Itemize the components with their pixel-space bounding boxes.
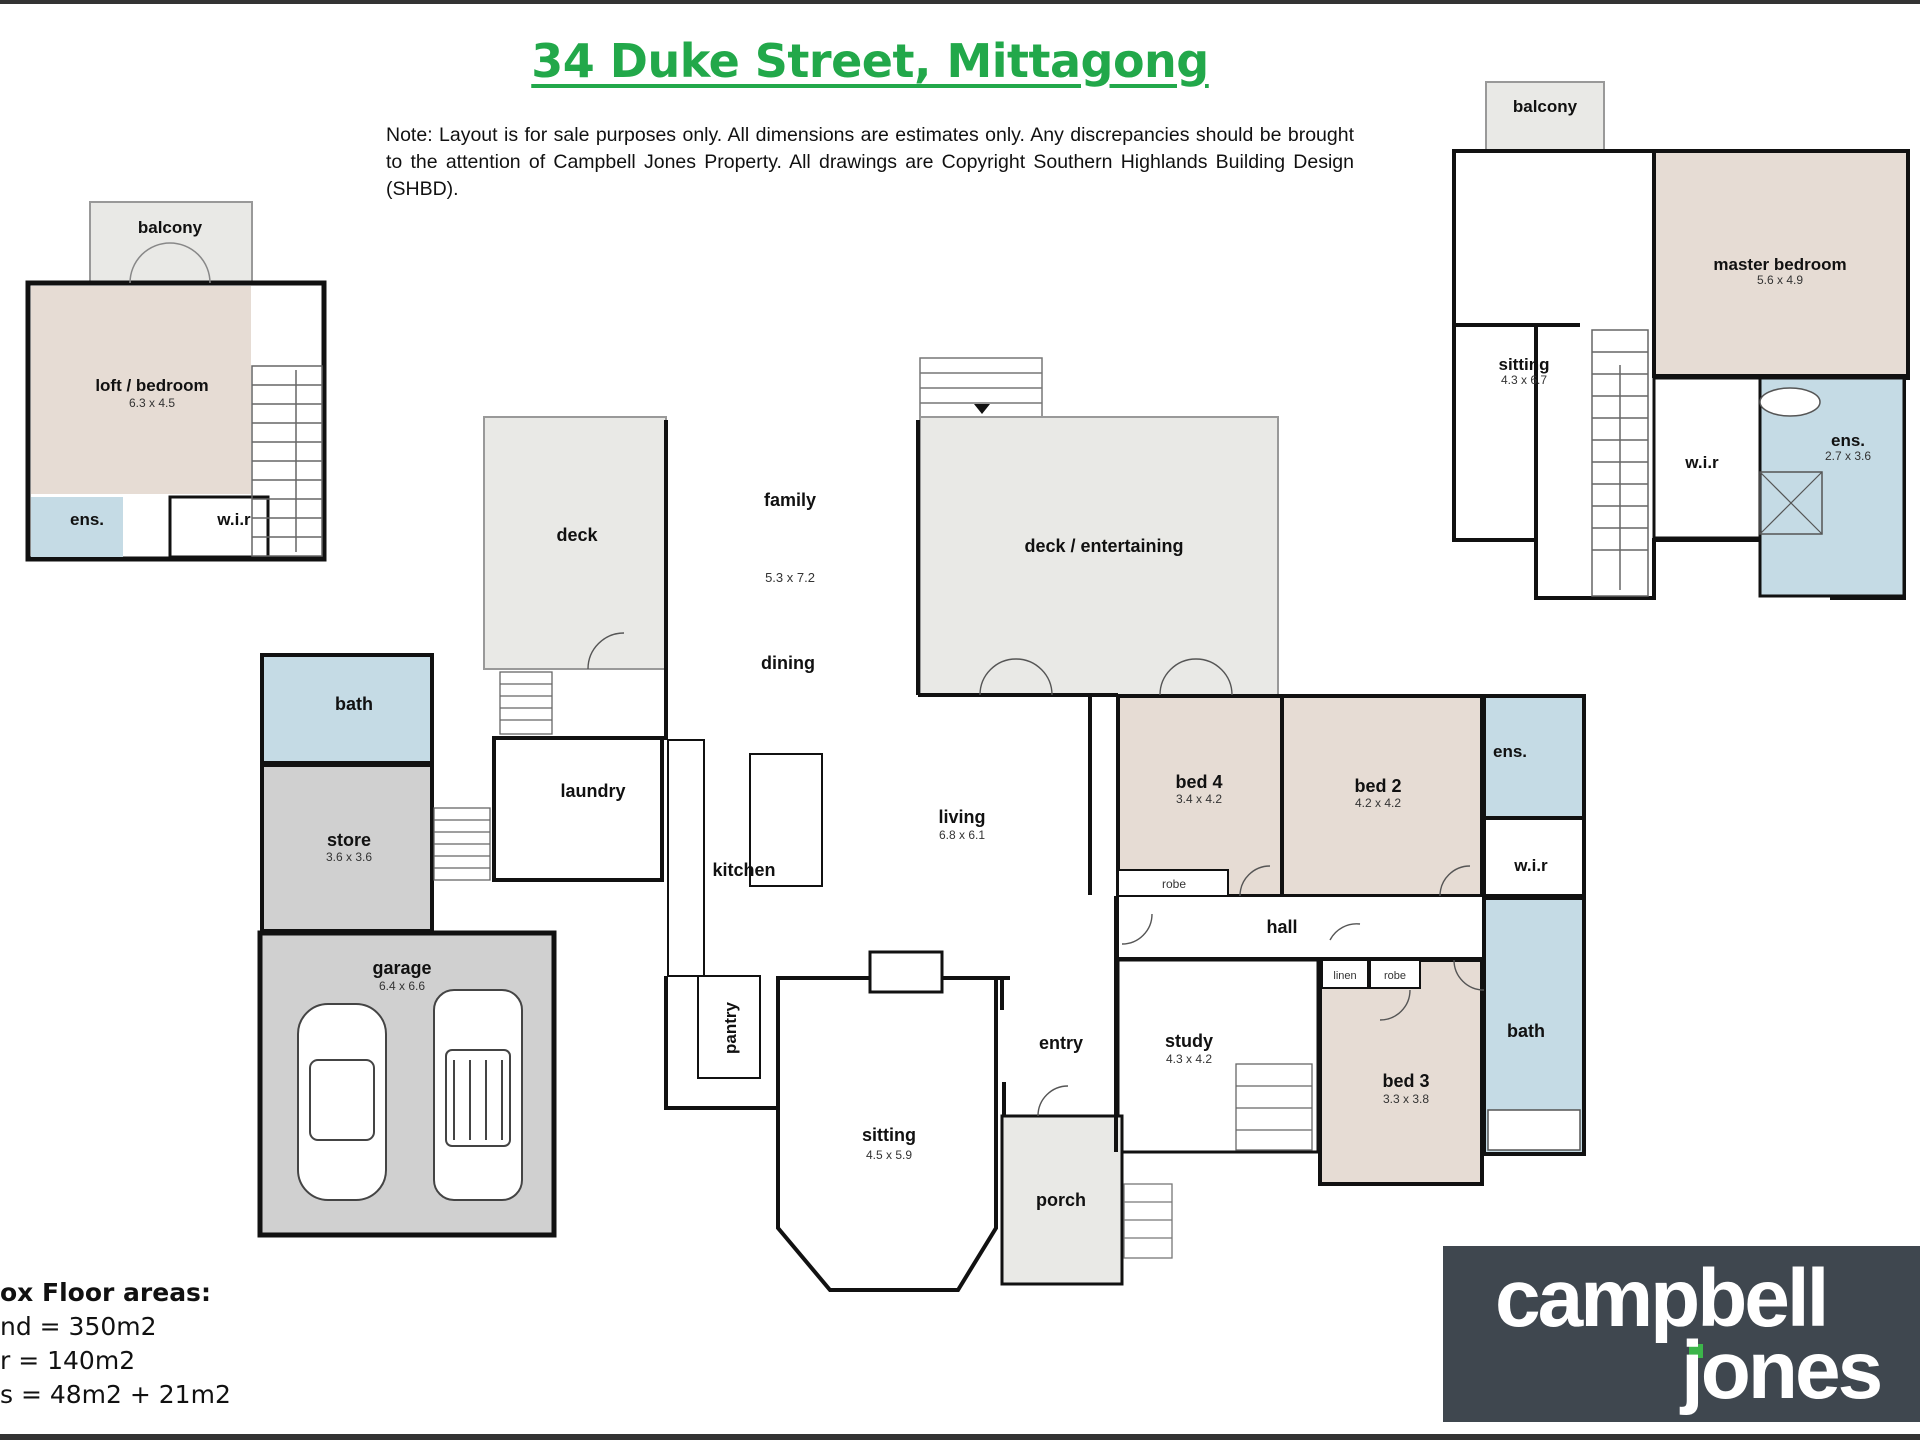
floor-area-line: s = 48m2 + 21m2 bbox=[0, 1380, 231, 1409]
laundry bbox=[492, 736, 664, 882]
upper-wir bbox=[1652, 376, 1762, 540]
deck-steps bbox=[919, 357, 1043, 419]
logo-dot bbox=[1689, 1344, 1703, 1358]
pantry bbox=[697, 975, 761, 1079]
campbell-jones-logo: campbell jones property bbox=[1443, 1246, 1920, 1422]
sitting-ground-label: sitting bbox=[862, 1125, 916, 1145]
bed3-label: bed 3 bbox=[1382, 1071, 1429, 1091]
upper-ensuite-label: ens. bbox=[1831, 431, 1865, 450]
bed-3 bbox=[1318, 958, 1484, 1186]
loft-balcony bbox=[89, 201, 253, 283]
living-label: living bbox=[938, 807, 985, 827]
bottom-border bbox=[0, 1434, 1920, 1440]
robe-bed3-label: robe bbox=[1384, 970, 1406, 982]
store-dim: 3.6 x 3.6 bbox=[326, 850, 372, 864]
study-label: study bbox=[1165, 1031, 1213, 1051]
upper-balcony bbox=[1485, 81, 1605, 151]
entry-label: entry bbox=[1039, 1033, 1083, 1053]
porch bbox=[1000, 1114, 1124, 1286]
wir-ground bbox=[1482, 816, 1586, 898]
study bbox=[1116, 958, 1320, 1154]
family-label: family bbox=[764, 490, 816, 510]
loft-bedroom-label: loft / bedroom bbox=[95, 376, 208, 395]
loft-ensuite-label: ens. bbox=[70, 510, 104, 529]
family-dim: 5.3 x 7.2 bbox=[765, 570, 815, 585]
upper-plan: balcony master bedroom 5.6 x 4.9 sitting… bbox=[1452, 81, 1910, 600]
garage-label: garage bbox=[372, 958, 431, 978]
upper-balcony-label: balcony bbox=[1513, 97, 1578, 116]
master-bedroom-dim: 5.6 x 4.9 bbox=[1757, 273, 1803, 287]
logo-line-campbell: campbell bbox=[1495, 1253, 1829, 1344]
logo-line-jones: jones bbox=[1681, 1325, 1883, 1416]
loft-ensuite bbox=[31, 497, 123, 557]
robe-bed4 bbox=[1117, 869, 1229, 897]
top-border bbox=[0, 0, 1920, 4]
master-bedroom-label: master bedroom bbox=[1713, 255, 1846, 274]
bed3-dim: 3.3 x 3.8 bbox=[1383, 1092, 1429, 1106]
store-label: store bbox=[327, 830, 371, 850]
living-dim: 6.8 x 6.1 bbox=[939, 828, 985, 842]
door-swings bbox=[587, 632, 1485, 1117]
deck-entertaining bbox=[919, 416, 1279, 696]
ground-plan: deck family 5.3 x 7.2 dining deck / ente… bbox=[257, 357, 1586, 1292]
upper-sitting-dim: 4.3 x 6.7 bbox=[1501, 373, 1547, 387]
kitchen-island bbox=[749, 753, 823, 887]
sitting-ground-dim: 4.5 x 5.9 bbox=[866, 1148, 912, 1162]
robe-bed4-label: robe bbox=[1162, 877, 1186, 891]
kitchen-label: kitchen bbox=[712, 860, 775, 880]
dining-label: dining bbox=[761, 653, 815, 673]
pantry-label: pantry bbox=[721, 1001, 740, 1054]
ground-stairs-left bbox=[433, 671, 553, 881]
page-title: 34 Duke Street, Mittagong bbox=[531, 34, 1209, 88]
loft-bedroom bbox=[31, 286, 251, 494]
kitchen-bench bbox=[667, 739, 705, 977]
floor-area-line: r = 140m2 bbox=[0, 1346, 136, 1375]
loft-wir-label: w.i.r bbox=[216, 510, 251, 529]
bath-right-label: bath bbox=[1507, 1021, 1545, 1041]
study-stairs bbox=[1235, 1063, 1313, 1151]
fireplace bbox=[868, 950, 944, 994]
porch-steps bbox=[1123, 1183, 1173, 1259]
disclaimer-note: Note: Layout is for sale purposes only. … bbox=[386, 124, 1354, 200]
bed4-dim: 3.4 x 4.2 bbox=[1176, 792, 1222, 806]
cars bbox=[297, 989, 523, 1201]
floor-areas: ox Floor areas: nd = 350m2 r = 140m2 s =… bbox=[0, 1276, 231, 1412]
porch-label: porch bbox=[1036, 1190, 1086, 1210]
robe-bed3 bbox=[1369, 959, 1421, 989]
ensuite-ground bbox=[1482, 694, 1586, 820]
bath-left-label: bath bbox=[335, 694, 373, 714]
linen-label: linen bbox=[1333, 970, 1356, 982]
hall-label: hall bbox=[1266, 917, 1297, 937]
bed2-label: bed 2 bbox=[1354, 776, 1401, 796]
ensuite-ground-label: ens. bbox=[1493, 742, 1527, 761]
upper-ensuite-dim: 2.7 x 3.6 bbox=[1825, 449, 1871, 463]
floor-areas-heading: ox Floor areas: bbox=[0, 1278, 211, 1307]
deck-entertaining-label: deck / entertaining bbox=[1024, 536, 1183, 556]
bed-4 bbox=[1116, 694, 1284, 898]
loft-plan: balcony loft / bedroom 6.3 x 4.5 ens. w.… bbox=[25, 201, 327, 562]
wir-ground-label: w.i.r bbox=[1513, 856, 1548, 875]
deck bbox=[483, 416, 667, 670]
loft-stairs bbox=[251, 365, 323, 557]
bed4-label: bed 4 bbox=[1175, 772, 1222, 792]
hall bbox=[1117, 895, 1485, 959]
master-bedroom bbox=[1654, 153, 1906, 374]
linen bbox=[1321, 959, 1369, 989]
upper-stairs bbox=[1591, 329, 1649, 597]
loft-balcony-label: balcony bbox=[138, 218, 203, 237]
deck-label: deck bbox=[556, 525, 598, 545]
bed2-dim: 4.2 x 4.2 bbox=[1355, 796, 1401, 810]
floor-area-line: nd = 350m2 bbox=[0, 1312, 157, 1341]
laundry-label: laundry bbox=[560, 781, 625, 801]
loft-bedroom-dim: 6.3 x 4.5 bbox=[129, 396, 175, 410]
upper-sitting-label: sitting bbox=[1499, 355, 1550, 374]
garage-dim: 6.4 x 6.6 bbox=[379, 979, 425, 993]
study-dim: 4.3 x 4.2 bbox=[1166, 1052, 1212, 1066]
upper-wir-label: w.i.r bbox=[1684, 453, 1719, 472]
